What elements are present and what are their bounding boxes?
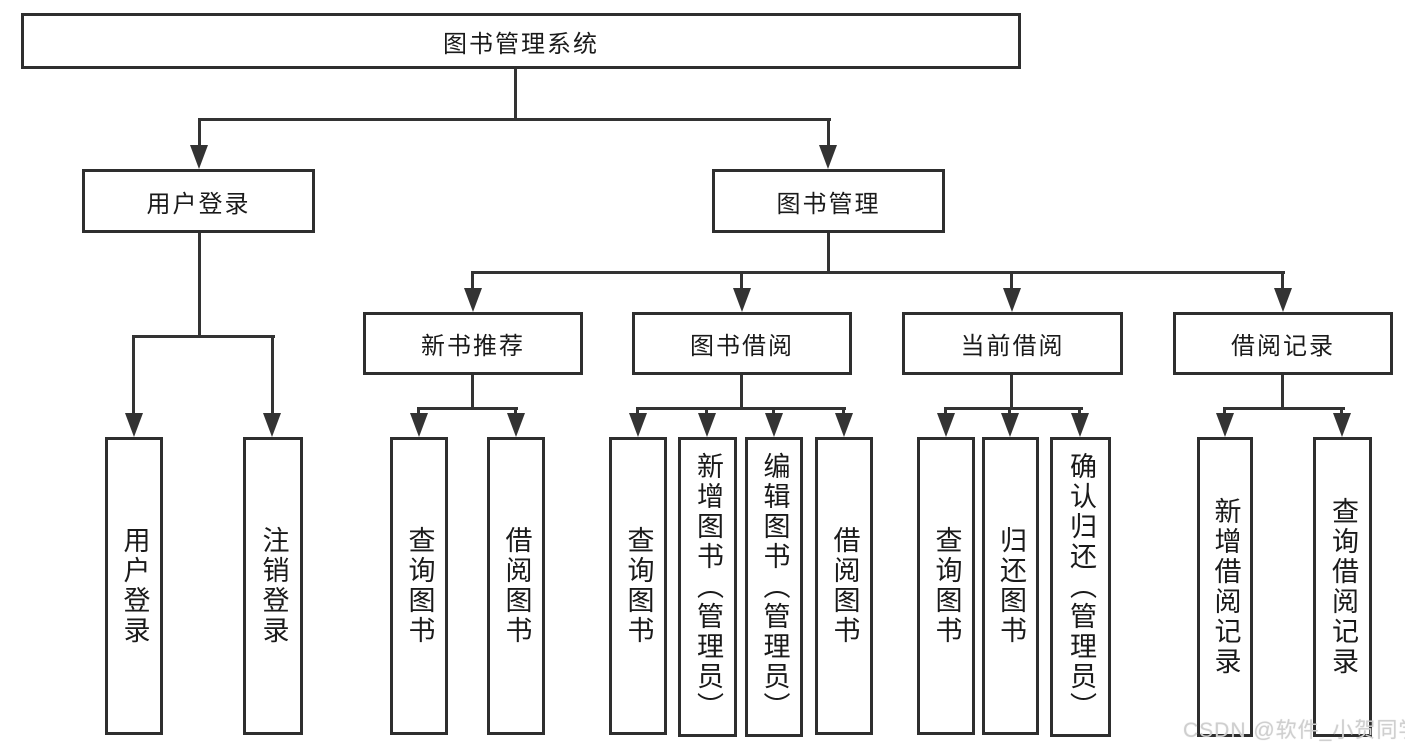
leaf-label: 借阅图书 xyxy=(829,526,860,646)
leaf-label: 借阅图书 xyxy=(501,526,532,646)
node-label: 当前借阅 xyxy=(960,333,1065,360)
arrow-down-icon xyxy=(835,413,853,437)
node-label: 新书推荐 xyxy=(421,333,525,360)
node-current-borrow: 当前借阅 xyxy=(902,312,1123,375)
leaf-query-borrow-record: 查询借阅记录 xyxy=(1313,437,1372,737)
connector-drop-leaf xyxy=(271,335,274,415)
arrow-down-icon xyxy=(1333,413,1351,437)
node-library-management-system: 图书管理系统 xyxy=(21,13,1021,69)
connector-drop-book-management xyxy=(827,118,830,148)
node-label: 图书管理系统 xyxy=(443,30,599,58)
leaf-label: 编辑图书（管理员） xyxy=(759,452,790,722)
arrow-down-icon xyxy=(1001,413,1019,437)
arrow-down-icon xyxy=(698,413,716,437)
connector-drop-user-login xyxy=(198,118,201,148)
connector-root-rail xyxy=(198,118,831,121)
connector-drop-level3 xyxy=(1281,271,1284,291)
node-book-management: 图书管理 xyxy=(712,169,945,233)
arrow-down-icon xyxy=(1216,413,1234,437)
leaf-user-login: 用户登录 xyxy=(105,437,163,735)
arrow-down-icon xyxy=(937,413,955,437)
connector-borrowrecord-stem xyxy=(1281,375,1284,410)
connector-drop-level3 xyxy=(471,271,474,291)
arrow-down-icon xyxy=(819,145,837,169)
connector-bookborrow-stem xyxy=(740,375,743,410)
connector-newbook-stem xyxy=(471,375,474,410)
node-book-borrow: 图书借阅 xyxy=(632,312,852,375)
node-label: 图书借阅 xyxy=(690,333,794,360)
connector-bookmgmt-stem xyxy=(827,233,830,274)
connector-bookborrow-rail xyxy=(636,407,846,410)
leaf-label: 新增图书（管理员） xyxy=(693,452,724,722)
connector-newbook-rail xyxy=(417,407,518,410)
connector-userlogin-rail xyxy=(132,335,275,338)
arrow-down-icon xyxy=(1071,413,1089,437)
leaf-query-books-recommend: 查询图书 xyxy=(390,437,448,735)
leaf-edit-books-admin: 编辑图书（管理员） xyxy=(745,437,803,737)
leaf-label: 查询图书 xyxy=(404,526,435,646)
connector-currentborrow-rail xyxy=(944,407,1083,410)
leaf-label: 查询图书 xyxy=(931,526,962,646)
leaf-label: 注销登录 xyxy=(258,526,289,646)
arrow-down-icon xyxy=(1003,288,1021,312)
arrow-down-icon xyxy=(125,413,143,437)
leaf-add-books-admin: 新增图书（管理员） xyxy=(678,437,737,737)
leaf-borrow-books-recommend: 借阅图书 xyxy=(487,437,545,735)
connector-drop-level3 xyxy=(740,271,743,291)
node-new-book-recommend: 新书推荐 xyxy=(363,312,583,375)
arrow-down-icon xyxy=(629,413,647,437)
connector-root-stem xyxy=(514,69,517,121)
leaf-return-books: 归还图书 xyxy=(982,437,1039,735)
leaf-label: 确认归还（管理员） xyxy=(1066,452,1097,722)
connector-bookmgmt-rail xyxy=(471,271,1285,274)
leaf-label: 用户登录 xyxy=(119,526,150,646)
node-label: 图书管理 xyxy=(776,190,881,218)
leaf-label: 新增借阅记录 xyxy=(1210,497,1241,677)
leaf-label: 归还图书 xyxy=(996,526,1027,646)
arrow-down-icon xyxy=(507,413,525,437)
leaf-logout: 注销登录 xyxy=(243,437,303,735)
node-borrow-records: 借阅记录 xyxy=(1173,312,1393,375)
connector-drop-leaf xyxy=(132,335,135,415)
leaf-borrow-books: 借阅图书 xyxy=(815,437,873,735)
connector-borrowrecord-rail xyxy=(1223,407,1345,410)
connector-userlogin-stem xyxy=(198,233,201,338)
leaf-label: 查询图书 xyxy=(623,526,654,646)
leaf-confirm-return-admin: 确认归还（管理员） xyxy=(1050,437,1111,737)
node-label: 用户登录 xyxy=(146,190,251,218)
leaf-label: 查询借阅记录 xyxy=(1328,497,1359,677)
csdn-watermark: CSDN @软件_小贺同学 xyxy=(1183,719,1405,742)
node-label: 借阅记录 xyxy=(1231,333,1335,360)
node-user-login: 用户登录 xyxy=(82,169,315,233)
leaf-query-books-borrow: 查询图书 xyxy=(609,437,667,735)
leaf-query-books-current: 查询图书 xyxy=(917,437,975,735)
arrow-down-icon xyxy=(190,145,208,169)
arrow-down-icon xyxy=(733,288,751,312)
arrow-down-icon xyxy=(263,413,281,437)
connector-currentborrow-stem xyxy=(1010,375,1013,410)
leaf-add-borrow-record: 新增借阅记录 xyxy=(1197,437,1253,737)
connector-drop-level3 xyxy=(1010,271,1013,291)
arrow-down-icon xyxy=(765,413,783,437)
arrow-down-icon xyxy=(464,288,482,312)
arrow-down-icon xyxy=(410,413,428,437)
arrow-down-icon xyxy=(1274,288,1292,312)
